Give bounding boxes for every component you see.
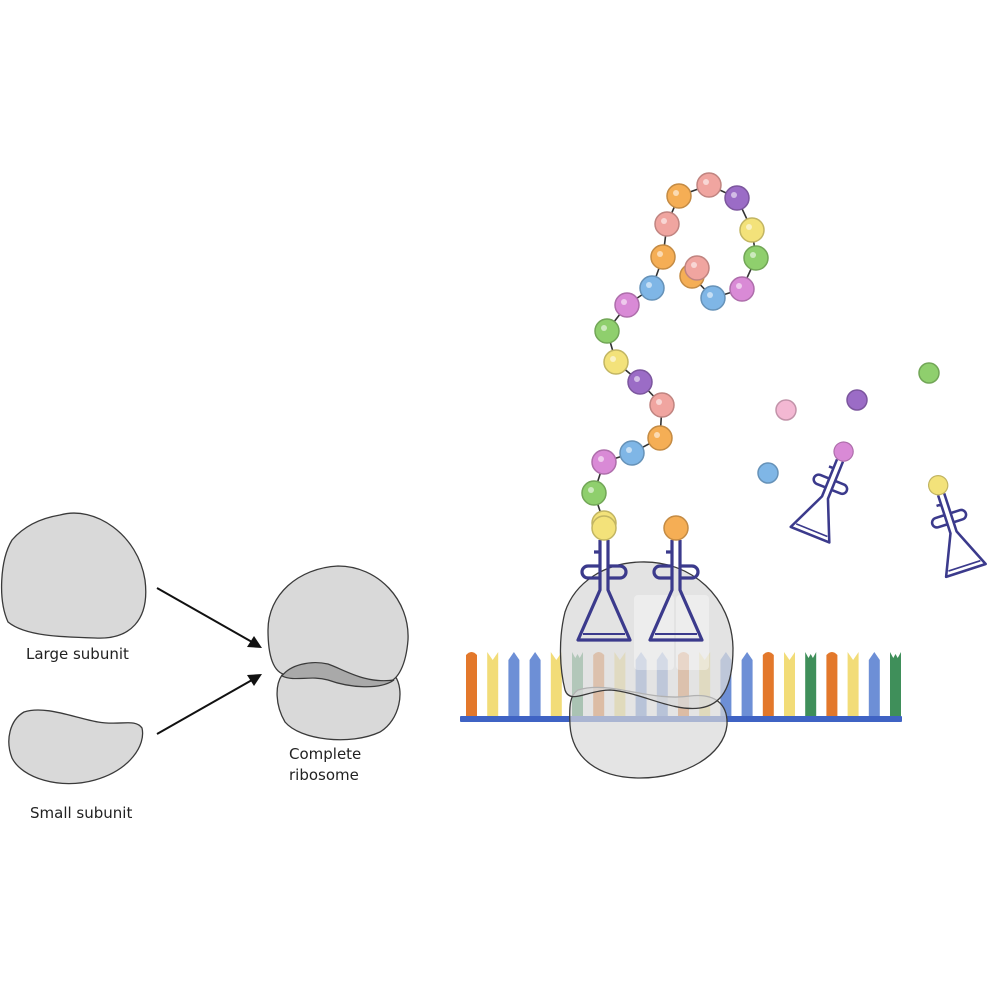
mrna-base — [487, 652, 499, 717]
amino-acid — [724, 185, 750, 211]
mrna-base — [784, 652, 795, 717]
free-amino-acid — [846, 389, 868, 411]
trna-body — [648, 540, 704, 642]
large-subunit — [0, 512, 147, 639]
mrna-base — [466, 652, 477, 717]
assembly-arrows — [156, 587, 262, 735]
amino-acid — [614, 292, 640, 318]
complete-ribosome-label-2: ribosome — [289, 766, 359, 784]
amino-acid — [700, 285, 726, 311]
amino-acid — [581, 480, 607, 506]
free-amino-acid — [918, 362, 940, 384]
mrna-base — [826, 652, 838, 717]
amino-acid-highlight — [626, 447, 632, 453]
amino-acid — [649, 392, 675, 418]
amino-acid-highlight — [673, 190, 679, 196]
amino-acid — [591, 449, 617, 475]
anticodon-loop — [948, 559, 981, 572]
amino-acid — [654, 211, 680, 237]
amino-acid — [696, 172, 722, 198]
amino-acid-highlight — [746, 224, 752, 230]
amino-acid — [739, 217, 765, 243]
trna-amino-acid — [928, 475, 949, 496]
small-subunit — [8, 709, 144, 785]
amino-acid-highlight — [610, 356, 616, 362]
polypeptide-chain — [581, 172, 769, 536]
amino-acid — [729, 276, 755, 302]
complete-large-subunit — [267, 565, 409, 684]
amino-acid-highlight — [634, 376, 640, 382]
trna — [928, 475, 987, 579]
amino-acid-highlight — [621, 299, 627, 305]
mrna-base — [508, 652, 520, 717]
trna-body — [930, 492, 987, 579]
trna-molecules — [576, 441, 987, 642]
amino-acid — [666, 183, 692, 209]
amino-acid — [603, 349, 629, 375]
trna — [648, 515, 704, 642]
small-subunit-label: Small subunit — [30, 804, 132, 822]
amino-acid-highlight — [691, 262, 697, 268]
mrna-base — [868, 652, 880, 717]
arrow-head-large — [247, 636, 262, 648]
trna-body — [576, 540, 632, 642]
trna-amino-acid — [591, 515, 617, 541]
arrow-from-large — [156, 587, 253, 643]
amino-acid-highlight — [588, 487, 594, 493]
amino-acid — [743, 245, 769, 271]
amino-acid — [647, 425, 673, 451]
mrna-base — [762, 652, 774, 717]
amino-acid-highlight — [731, 192, 737, 198]
amino-acid-highlight — [598, 456, 604, 462]
arrow-head-small — [247, 674, 262, 686]
mrna-base — [550, 652, 562, 717]
amino-acid-highlight — [661, 218, 667, 224]
complete-overlap — [281, 662, 395, 688]
amino-acid-highlight — [656, 399, 662, 405]
amino-acid — [619, 440, 645, 466]
translating-ribosome — [559, 561, 734, 779]
amino-acid-highlight — [601, 325, 607, 331]
amino-acid — [594, 318, 620, 344]
ribosome-a-site — [676, 595, 709, 670]
complete-ribosome-label-1: Complete — [289, 745, 361, 763]
amino-acid-highlight — [707, 292, 713, 298]
mrna-base — [805, 652, 817, 717]
trna — [789, 441, 854, 544]
polypeptide-link — [593, 184, 757, 524]
free-amino-acids — [757, 362, 940, 484]
mrna-base — [890, 652, 901, 717]
amino-acid-highlight — [657, 251, 663, 257]
large-subunit-label: Large subunit — [26, 645, 129, 663]
amino-acid-highlight — [646, 282, 652, 288]
free-amino-acid — [757, 462, 779, 484]
free-amino-acid — [775, 399, 797, 421]
mrna-base — [529, 652, 541, 717]
trna-amino-acid — [663, 515, 689, 541]
trna-body — [789, 458, 849, 544]
amino-acid — [627, 369, 653, 395]
amino-acid — [684, 255, 710, 281]
amino-acid — [650, 244, 676, 270]
mrna-base — [847, 652, 859, 717]
amino-acid-highlight — [703, 179, 709, 185]
translating-large-subunit — [559, 561, 734, 710]
trna — [576, 515, 632, 642]
amino-acid — [639, 275, 665, 301]
mrna-base — [741, 652, 753, 717]
amino-acid-highlight — [750, 252, 756, 258]
anticodon-loop — [795, 523, 828, 538]
trna-amino-acid — [833, 441, 854, 462]
complete-ribosome — [267, 565, 409, 741]
amino-acid-highlight — [654, 432, 660, 438]
amino-acid-highlight — [736, 283, 742, 289]
arrow-from-small — [156, 679, 253, 735]
